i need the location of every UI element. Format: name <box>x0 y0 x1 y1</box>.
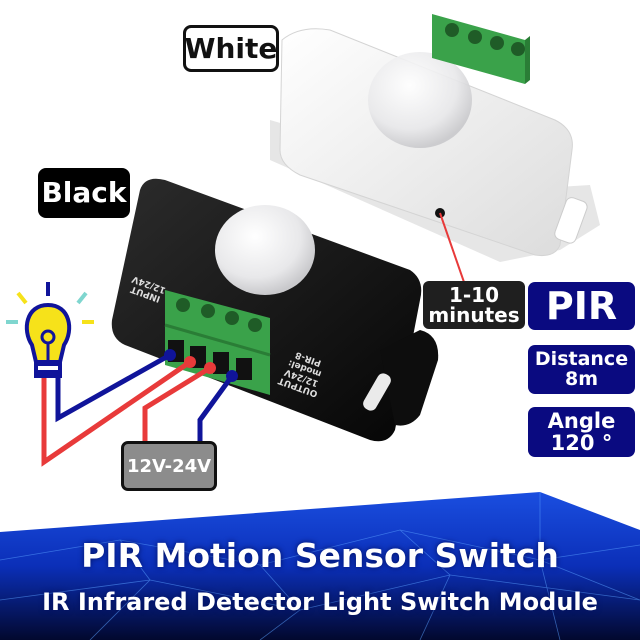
banner-subtitle: IR Infrared Detector Light Switch Module <box>42 588 598 616</box>
white-terminal-block <box>432 14 530 84</box>
network-background <box>0 492 640 640</box>
pir-badge: PIR <box>528 282 635 330</box>
black-pir-device <box>111 178 439 442</box>
black-variant-label: Black <box>38 168 130 218</box>
black-terminal-block <box>164 290 271 395</box>
delay-time-badge: 1-10 minutes <box>423 281 525 329</box>
white-pir-device <box>270 14 600 286</box>
angle-badge: Angle 120 ° <box>528 407 635 457</box>
wiring-diagram <box>41 349 238 467</box>
power-supply-box: 12V-24V <box>121 441 217 491</box>
distance-badge: Distance 8m <box>528 345 635 394</box>
title-banner: PIR Motion Sensor Switch IR Infrared Det… <box>0 470 640 640</box>
light-bulb-icon <box>6 282 94 378</box>
white-variant-label: White <box>183 25 279 72</box>
banner-title: PIR Motion Sensor Switch <box>81 536 559 575</box>
